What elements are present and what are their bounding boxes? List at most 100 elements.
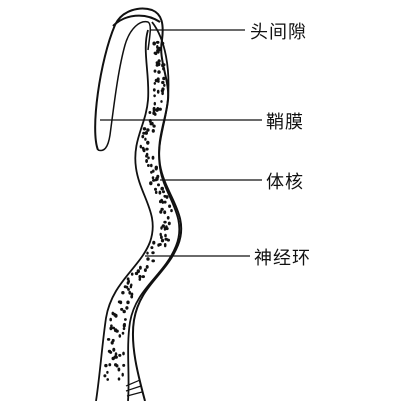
nucleus-dot: [156, 174, 160, 179]
nucleus-dot: [152, 111, 156, 115]
nucleus-dot: [142, 131, 146, 135]
nucleus-dot: [121, 372, 124, 377]
nucleus-dot: [154, 190, 158, 194]
nucleus-dot: [127, 287, 130, 291]
nucleus-dot: [160, 235, 163, 240]
nucleus-dot: [122, 327, 126, 331]
nucleus-dot: [157, 62, 161, 67]
nucleus-dot: [160, 186, 164, 191]
nucleus-dot: [111, 326, 116, 330]
nucleus-dot: [130, 292, 134, 297]
nucleus-dot: [119, 300, 123, 305]
nucleus-dot: [122, 351, 125, 356]
nucleus-dot: [161, 63, 165, 68]
nucleus-dot: [109, 326, 113, 331]
nucleus-dot: [142, 127, 147, 131]
nucleus-dot: [158, 190, 162, 195]
nucleus-dot: [149, 181, 153, 186]
nucleus-dot: [147, 156, 150, 160]
nucleus-dot: [139, 265, 142, 270]
nucleus-dot: [130, 272, 134, 276]
nucleus-dot: [121, 331, 125, 335]
nucleus-dot: [166, 216, 170, 220]
nucleus-dot: [166, 238, 170, 242]
nucleus-dot: [121, 291, 125, 295]
nucleus-dot: [118, 353, 122, 357]
nucleus-dot: [155, 108, 159, 112]
nucleus-dot: [111, 311, 115, 316]
nucleus-dot: [123, 285, 127, 289]
nucleus-dot: [157, 46, 161, 51]
nucleus-dot: [120, 307, 124, 311]
nucleus-dot: [151, 176, 155, 180]
nucleus-dot: [157, 183, 160, 187]
nucleus-dot: [159, 210, 163, 214]
nucleus-dot: [152, 88, 156, 92]
nucleus-dot: [144, 131, 148, 135]
nucleus-dot: [142, 149, 146, 153]
sheath-inner-outline: [97, 20, 152, 152]
nucleus-dot: [138, 274, 142, 279]
nucleus-dot: [157, 70, 161, 74]
nucleus-dot: [124, 318, 127, 321]
nucleus-dot: [103, 374, 107, 378]
nucleus-dot: [106, 338, 111, 341]
nucleus-dot: [143, 268, 147, 272]
nucleus-dot: [151, 155, 155, 160]
nucleus-dot: [160, 207, 164, 211]
body-outline-right: [127, 21, 181, 401]
nucleus-dot: [146, 251, 149, 255]
nucleus-dot: [150, 246, 154, 250]
nucleus-dot: [117, 367, 121, 372]
nucleus-dot: [118, 334, 122, 338]
nucleus-dot: [109, 317, 112, 322]
label-nerve-ring: 神经环: [254, 248, 311, 269]
nucleus-dot: [160, 238, 165, 243]
nucleus-dot: [122, 363, 126, 367]
nucleus-dot: [170, 209, 173, 213]
label-head-gap: 头间隙: [250, 22, 307, 43]
nucleus-dot: [136, 269, 140, 274]
nucleus-dot: [152, 41, 156, 46]
nucleus-dot: [146, 257, 150, 261]
nucleus-dot: [109, 350, 113, 354]
nucleus-dot: [113, 328, 118, 333]
nucleus-dot: [125, 306, 129, 310]
nucleus-dot: [164, 233, 167, 238]
nucleus-dot: [151, 259, 155, 263]
nucleus-dot: [150, 163, 153, 168]
head-cap: [112, 14, 161, 27]
nucleus-dot: [151, 129, 155, 133]
nucleus-dot: [164, 244, 167, 248]
nucleus-dot: [153, 94, 156, 98]
nucleus-dot: [122, 309, 126, 314]
nucleus-dot: [165, 195, 169, 199]
nucleus-dot: [127, 279, 130, 284]
nucleus-dot: [148, 111, 152, 114]
label-body-nuclei: 体核: [266, 172, 304, 193]
nucleus-dot: [114, 352, 118, 356]
nucleus-dot: [108, 363, 112, 367]
label-sheath: 鞘膜: [266, 112, 304, 133]
nucleus-dot: [114, 363, 118, 367]
nucleus-dot: [161, 91, 164, 96]
nucleus-dot: [158, 107, 162, 111]
body-nuclei-dots: [103, 40, 173, 381]
nucleus-dot: [130, 283, 133, 287]
nucleus-dot: [152, 179, 156, 182]
nucleus-dot: [152, 124, 156, 128]
nucleus-dot: [126, 300, 130, 305]
nucleus-dot: [163, 83, 166, 87]
nucleus-dot: [159, 200, 162, 204]
nucleus-dot: [117, 377, 121, 381]
body-outline-left: [95, 29, 154, 401]
nucleus-dot: [110, 341, 114, 345]
nucleus-dot: [163, 210, 167, 215]
nucleus-dot: [141, 275, 145, 279]
nucleus-dot: [151, 121, 154, 126]
nucleus-dot: [145, 154, 148, 158]
nucleus-dot: [162, 67, 166, 71]
nucleus-dot: [162, 76, 166, 81]
